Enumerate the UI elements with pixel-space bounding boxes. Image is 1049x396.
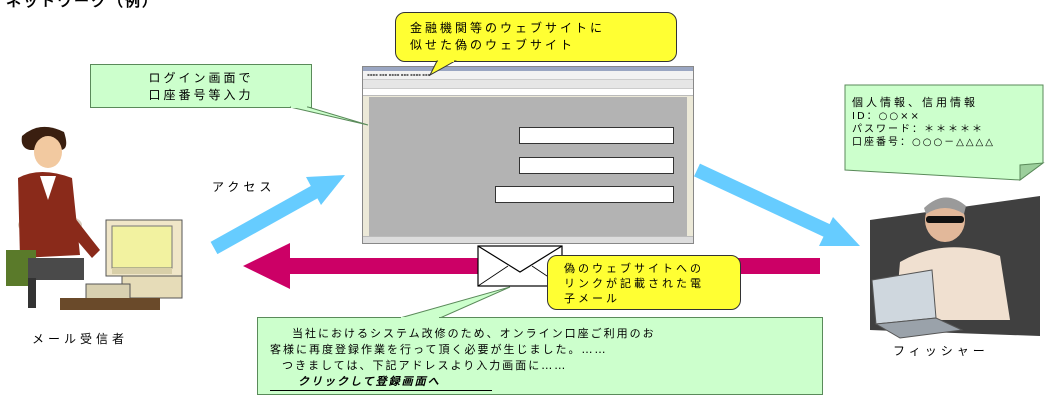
window-menubar: ▪▪▪▪ ▪▪▪ ▪▪▪▪ ▪▪▪ ▪▪▪▪ ▪▪▪ (363, 71, 693, 80)
window-statusbar (363, 236, 693, 243)
send-info-arrow (694, 163, 860, 246)
fake-link-line-1: 偽のウェブサイトへの (564, 262, 704, 275)
recipient-label: メール受信者 (32, 332, 129, 346)
login-field-3[interactable] (495, 186, 674, 203)
register-link[interactable]: クリックして登録画面へ (298, 375, 441, 388)
email-link-wrap: クリックして登録画面へ (270, 374, 492, 391)
phisher-scene (870, 196, 1040, 339)
recipient-computer (60, 219, 183, 310)
email-body-line-3: つきましては、下記アドレスより入力画面に…… (282, 359, 568, 372)
fake-website-window: ▪▪▪▪ ▪▪▪ ▪▪▪▪ ▪▪▪ ▪▪▪▪ ▪▪▪ (362, 66, 694, 244)
window-addressbar (363, 89, 693, 96)
personal-info-note: 個人情報、信用情報 ID：○○×× パスワード：＊＊＊＊＊ 口座番号：○○○－△… (852, 95, 1042, 149)
recipient-person (6, 126, 100, 308)
access-label: アクセス (212, 180, 276, 194)
phisher-label: フィッシャー (893, 344, 989, 358)
fake-link-callout: 偽のウェブサイトへの リンクが記載された電 子メール (547, 255, 741, 310)
fake-site-line-2: 似せた偽のウェブサイト (410, 38, 576, 52)
title-partial: ネットワーク（例） (6, 0, 160, 10)
login-line-2: 口座番号等入力 (148, 88, 254, 102)
access-arrow (210, 175, 345, 255)
fake-link-line-3: 子メール (564, 292, 620, 305)
email-body-callout: 当社におけるシステム改修のため、オンライン口座ご利用のお 客様に再度登録作業を行… (257, 317, 823, 395)
personal-info-heading: 個人情報、信用情報 (852, 96, 978, 109)
login-callout: ログイン画面で 口座番号等入力 (90, 64, 312, 108)
login-field-1[interactable] (519, 127, 674, 144)
login-field-2[interactable] (519, 157, 674, 174)
fake-link-line-2: リンクが記載された電 (564, 277, 704, 290)
personal-info-password: パスワード：＊＊＊＊＊ (852, 124, 984, 135)
personal-info-account: 口座番号：○○○－△△△△ (852, 137, 995, 148)
window-titlebar (363, 67, 693, 71)
fake-site-line-1: 金融機関等のウェブサイトに (410, 21, 606, 35)
personal-info-id: ID：○○×× (852, 111, 921, 122)
fake-login-form (369, 97, 687, 237)
email-body-line-1: 当社におけるシステム改修のため、オンライン口座ご利用のお (292, 327, 656, 340)
email-body-line-2: 客様に再度登録作業を行って頂く必要が生じました。…… (270, 343, 608, 356)
window-toolbar (363, 80, 693, 89)
fake-site-callout: 金融機関等のウェブサイトに 似せた偽のウェブサイト (395, 12, 677, 62)
login-line-1: ログイン画面で (148, 71, 254, 85)
